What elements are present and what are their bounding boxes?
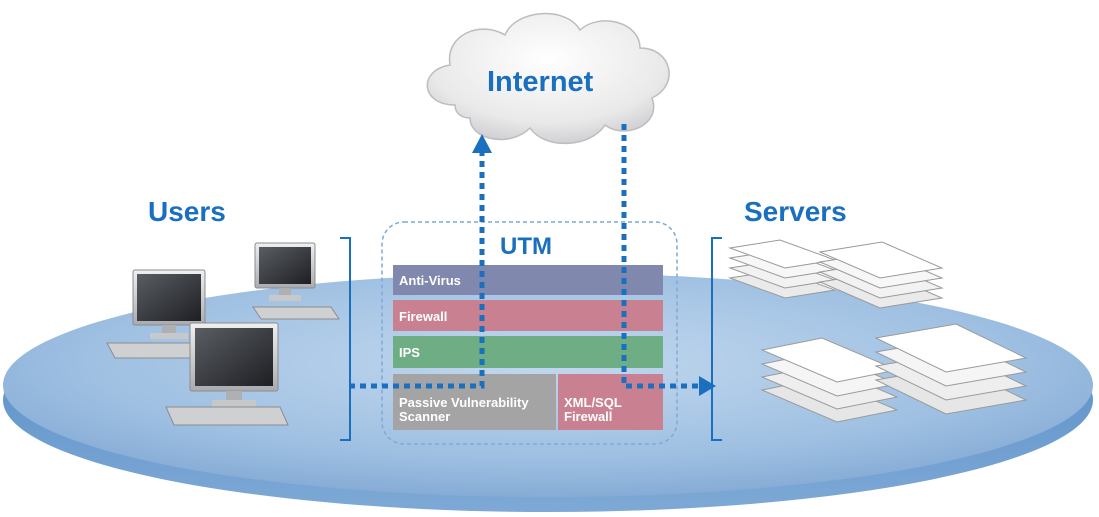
xml-sql-layer-bar [558,374,663,430]
computer-icon [106,269,206,359]
xml-sql-layer-label: XML/SQL Firewall [564,395,622,424]
antivirus-layer-bar [393,265,663,295]
arrow-up-to-internet [472,134,492,153]
users-label: Users [148,196,226,227]
traffic-paths [349,124,700,389]
pvs-layer-label: Passive Vulnerability Scanner [399,395,529,424]
ips-layer-bar [393,336,663,368]
servers-bracket [711,237,722,441]
internet-label: Internet [487,66,594,98]
server-stack-icon [728,239,837,299]
utm-label: UTM [500,233,552,260]
server-stack-icon [874,323,1028,415]
cloud-icon [426,12,670,145]
ips-layer-label: IPS [399,345,420,360]
computer-icon [165,322,289,426]
pvs-layer-bar [393,374,556,430]
servers-label: Servers [744,196,847,227]
server-stack-icon [760,337,899,423]
antivirus-layer-label: Anti-Virus [399,273,461,288]
server-stack-icon [818,241,944,309]
firewall-layer-label: Firewall [399,309,448,324]
users-bracket [340,237,351,441]
arrow-to-servers [699,376,716,396]
computer-icon [252,242,340,320]
utm-boundary [381,221,678,445]
firewall-layer-bar [393,300,663,331]
